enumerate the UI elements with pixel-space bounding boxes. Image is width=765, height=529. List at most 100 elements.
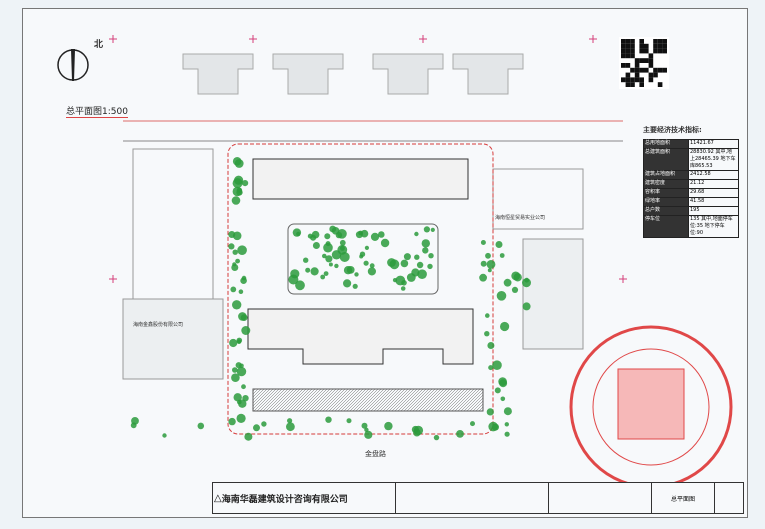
tree (498, 377, 507, 386)
tree (485, 252, 491, 259)
qr-module (648, 77, 654, 83)
tree (242, 395, 249, 402)
neighbor-label: 海南恒星贸易实业公司 (495, 215, 546, 221)
tree (392, 278, 398, 283)
tree (503, 407, 512, 416)
tree (504, 431, 510, 437)
grid-cross-mark (589, 35, 597, 43)
qr-module (639, 43, 644, 49)
tree (421, 239, 430, 248)
tree (384, 421, 393, 431)
tree (244, 432, 253, 441)
qr-module (662, 67, 667, 73)
tree (312, 242, 320, 249)
drawing-sheet: 北 总平面图1:500 金盘路 海南恒星贸易实业公司 海南金鑫股份有限公司 主要… (22, 8, 748, 518)
tree (504, 422, 509, 427)
qr-module (634, 63, 640, 68)
tree (380, 238, 390, 248)
indicator-label: 容积率 (643, 188, 689, 198)
tree (488, 365, 494, 371)
tree (361, 422, 368, 429)
tree (325, 416, 332, 423)
tree (364, 430, 373, 439)
tree (494, 387, 501, 394)
tree (486, 408, 494, 416)
grid-cross-mark (419, 35, 427, 43)
tree (500, 321, 510, 332)
tree (487, 268, 492, 273)
indicator-label: 建筑密度 (643, 179, 689, 189)
grid-cross-mark (109, 35, 117, 43)
tree (401, 280, 407, 286)
tree (236, 339, 242, 345)
tree (480, 240, 486, 245)
neighbor-label: 海南金鑫股份有限公司 (133, 322, 184, 328)
tree (359, 251, 366, 257)
tree (378, 231, 385, 238)
indicator-value: 195 (688, 206, 739, 216)
qr-module (657, 43, 663, 49)
indicator-label: 总建筑面积 (643, 148, 689, 171)
tree (320, 274, 326, 280)
neighbor-building (492, 168, 584, 230)
tree (230, 286, 237, 293)
qr-module (621, 77, 626, 83)
qr-module (630, 39, 635, 44)
tree (307, 233, 313, 239)
qr-module (644, 43, 649, 49)
grid-cross-mark (249, 35, 257, 43)
qr-module (625, 39, 631, 44)
neighbor-building (372, 53, 444, 95)
qr-module (630, 43, 635, 49)
indicator-label: 总户数 (643, 206, 689, 216)
qr-module (657, 67, 663, 73)
qr-module (644, 48, 649, 54)
qr-module (639, 77, 644, 83)
tree (261, 421, 267, 427)
tree (470, 421, 475, 427)
tree (430, 227, 435, 232)
tree (162, 433, 167, 438)
neighbor-building (452, 53, 524, 95)
qr-module (662, 48, 667, 54)
road-label: 金盘路 (365, 450, 386, 458)
qr-module (625, 77, 631, 83)
tree (323, 271, 329, 276)
neighbor-building (122, 298, 224, 380)
residential-building-north (252, 158, 469, 200)
qr-module (662, 39, 667, 44)
tree (387, 258, 396, 267)
tree (241, 384, 246, 390)
drawing-title: 总平面图1:500 (66, 104, 128, 118)
neighbor-building (182, 53, 254, 95)
title-block: △海南华磊建筑设计咨询有限公司 总平面图 (212, 482, 744, 514)
qr-module (630, 67, 635, 73)
tree (480, 260, 487, 267)
qr-module (653, 67, 658, 73)
tree (414, 254, 420, 260)
qr-module (634, 72, 640, 78)
qr-module (630, 53, 635, 59)
tree (486, 260, 496, 269)
tree (369, 263, 375, 269)
tree (334, 263, 339, 269)
tree (331, 250, 342, 260)
tree (346, 418, 352, 424)
tree (197, 422, 205, 430)
tree (367, 267, 376, 276)
indicator-label: 建筑占地面积 (643, 170, 689, 180)
tree (305, 267, 311, 273)
qr-module (657, 82, 663, 87)
qr-module (639, 82, 644, 87)
tree (339, 239, 346, 246)
tree (241, 275, 247, 281)
qr-module (639, 39, 644, 44)
qr-module (657, 48, 663, 54)
indicator-label: 绿地率 (643, 197, 689, 207)
tree (237, 245, 247, 255)
tree (354, 272, 359, 277)
tree (238, 289, 244, 295)
